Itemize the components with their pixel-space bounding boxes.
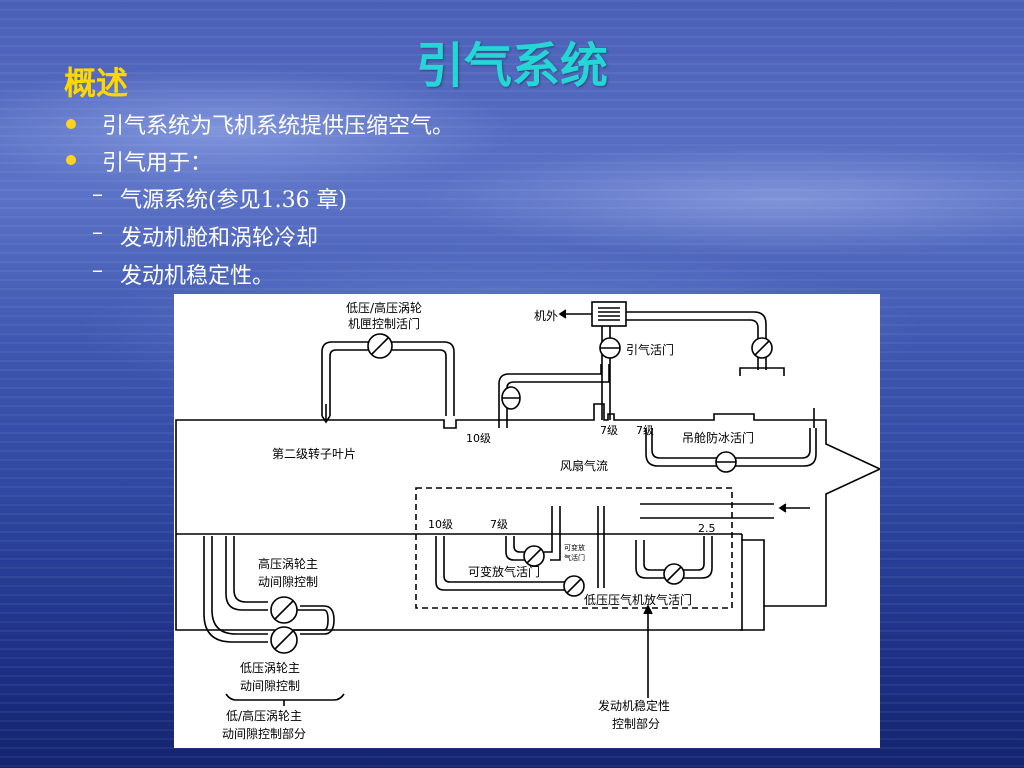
label-engine-stability-2: 控制部分: [612, 716, 660, 731]
stability-control-box: [415, 487, 733, 609]
vbv-small-pipe: [505, 536, 530, 561]
label-vbv-small-1: 可变放: [564, 543, 585, 552]
label-stage7-b: 7级: [636, 424, 654, 437]
label-lp-turbine-1: 低压涡轮主: [240, 661, 300, 675]
precooler: [591, 301, 627, 327]
right-lower-pipe: [740, 606, 765, 631]
dash-marker: –: [92, 182, 103, 207]
label-hp-turbine-2: 动间隙控制: [258, 575, 318, 589]
label-nacelle-anti-ice: 吊舱防冰活门: [682, 430, 754, 445]
sub-bullet-3: 发动机稳定性。: [120, 264, 275, 289]
label-lp-turbine-2: 动间隙控制: [240, 679, 300, 693]
valve-slash: [371, 337, 389, 355]
clearance-brace: [225, 693, 345, 701]
diagram-svg: 低压/高压涡轮 机匣控制活门 机外 引气活门 第二级转子叶片 10级 7级 7级…: [175, 300, 880, 741]
label-lp-hp-clearance-2: 动间隙控制部分: [222, 726, 306, 741]
bullet-text-2: 引气用于：: [102, 151, 213, 176]
flow-arrowhead: [321, 415, 331, 424]
lp-clearance-pipe: [225, 536, 268, 611]
label-lp-hp-valve-2: 机匣控制活门: [348, 316, 420, 331]
sub-bullet-1: 气源系统(参见1.36 章): [120, 188, 348, 213]
label-vbv-small-2: 气活门: [564, 553, 585, 562]
slide-title: 引气系统: [415, 38, 608, 94]
vbv-up-pipe-2: [597, 506, 605, 588]
label-stage10-b: 10级: [428, 518, 453, 531]
label-fan-airflow: 风扇气流: [560, 458, 608, 473]
label-lp-hp-valve-1: 低压/高压涡轮: [346, 300, 422, 315]
bullet-dot: [66, 155, 76, 165]
label-bleed-valve: 引气活门: [626, 342, 674, 357]
bleed-system-diagram: 低压/高压涡轮 机匣控制活门 机外 引气活门 第二级转子叶片 10级 7级 7级…: [174, 294, 880, 748]
bullet-dot: [66, 119, 76, 129]
label-engine-stability-1: 发动机稳定性: [598, 698, 670, 713]
right-bracket: [739, 367, 785, 376]
label-lp-compressor-bleed: 低压压气机放气活门: [584, 592, 692, 607]
section-heading: 概述: [64, 64, 129, 102]
vbv-pipe: [435, 536, 582, 591]
label-stage25: 2.5: [698, 522, 716, 535]
label-stage7-a: 7级: [600, 424, 618, 437]
sub-bullet-2: 发动机舱和涡轮冷却: [120, 226, 319, 251]
engine-casing-outline: [175, 403, 880, 631]
dash-marker: –: [92, 258, 103, 283]
bullet-text-1: 引气系统为飞机系统提供压缩空气。: [102, 114, 455, 139]
label-lp-hp-clearance-1: 低/高压涡轮主: [226, 708, 302, 723]
label-overboard: 机外: [534, 309, 558, 323]
hp-clearance-pipe: [203, 536, 268, 643]
right-top-pipe: [626, 311, 767, 370]
vbv-up-pipe: [544, 506, 561, 561]
label-stage2: 第二级转子叶片: [272, 446, 356, 461]
label-hp-turbine-1: 高压涡轮主: [258, 556, 318, 571]
label-stage7-c: 7级: [490, 518, 508, 531]
label-vbv: 可变放气活门: [468, 564, 540, 579]
dash-marker: –: [92, 220, 103, 245]
label-stage10-a: 10级: [466, 432, 491, 445]
turbine-return-pipe: [300, 605, 335, 635]
